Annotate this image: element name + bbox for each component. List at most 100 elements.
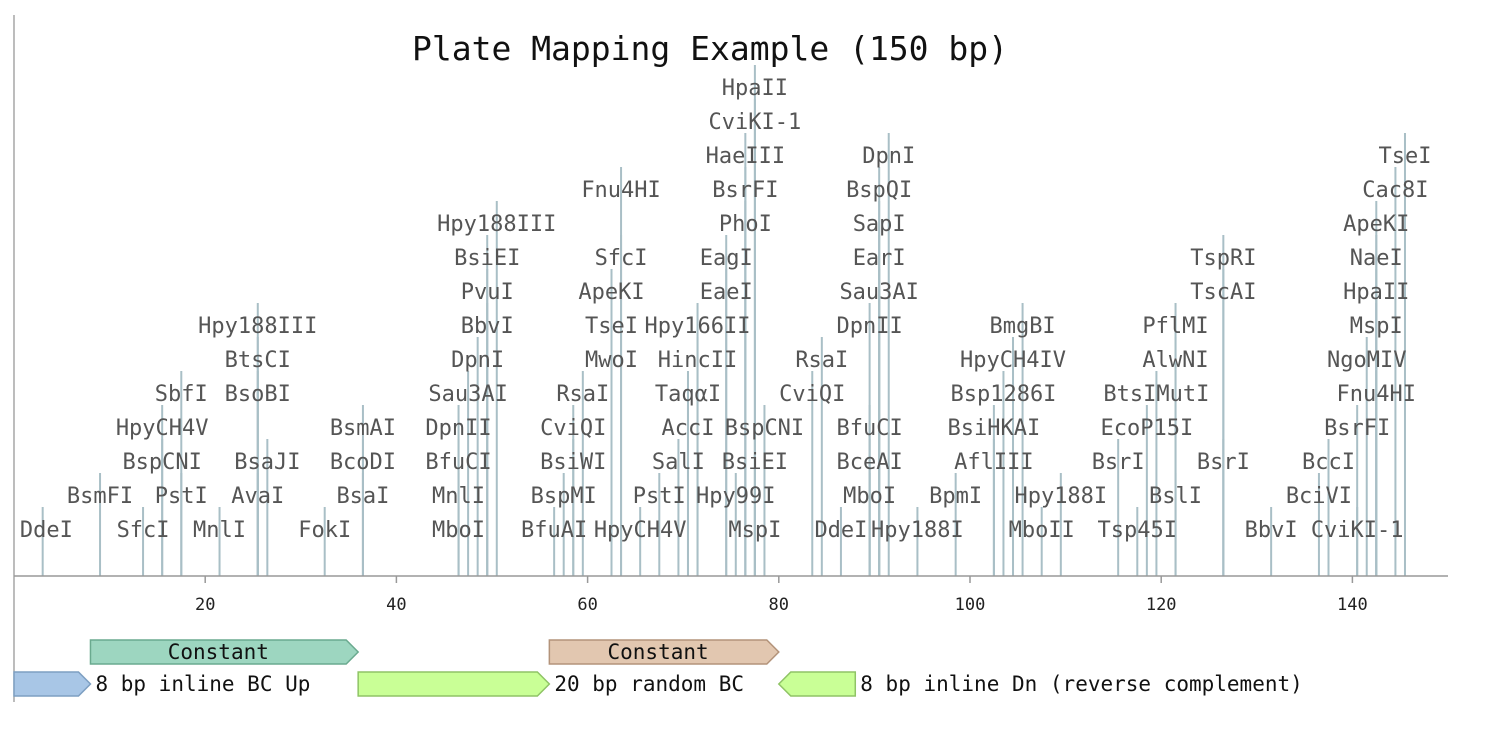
enzyme-site-label: BsrI xyxy=(1092,450,1145,475)
enzyme-site-label: BspCNI xyxy=(122,450,201,475)
enzyme-site-label: NgoMIV xyxy=(1327,348,1406,373)
enzyme-site-label: AccI xyxy=(661,416,714,441)
enzyme-site-label: Hpy99I xyxy=(696,484,775,509)
enzyme-site-label: BfuCI xyxy=(425,450,491,475)
axis-tick-label: 40 xyxy=(386,595,406,615)
enzyme-site-label: BslI xyxy=(1149,484,1202,509)
enzyme-site-label: DdeI xyxy=(814,518,867,543)
axis-tick-label: 140 xyxy=(1337,595,1368,615)
enzyme-site-label: BsmAI xyxy=(330,416,396,441)
enzyme-site-label: HpyCH4IV xyxy=(960,348,1066,373)
enzyme-site-label: HaeIII xyxy=(706,144,785,169)
feature-arrow xyxy=(357,671,551,697)
axis-tick-label: 60 xyxy=(577,595,597,615)
cut-line-layer xyxy=(41,65,1406,576)
feature-arrow xyxy=(777,671,857,697)
enzyme-site-label: FokI xyxy=(298,518,351,543)
axis-tick-label: 100 xyxy=(955,595,986,615)
axis-tick-label: 20 xyxy=(195,595,215,615)
enzyme-site-label: BsiEI xyxy=(722,450,788,475)
enzyme-site-label: Fnu4HI xyxy=(581,178,660,203)
enzyme-site-label: TscAI xyxy=(1190,280,1256,305)
enzyme-site-label: DpnII xyxy=(425,416,491,441)
enzyme-site-label: BciVI xyxy=(1286,484,1352,509)
enzyme-site-label: SalI xyxy=(652,450,705,475)
feature-arrow xyxy=(13,671,92,697)
site-label-layer: DdeI BsmFI SfcI BspCNI HpyCH4V PstI SbfI MnlI Av… xyxy=(20,76,1432,543)
enzyme-site-label: MboI xyxy=(432,518,485,543)
enzyme-site-label: Fnu4HI xyxy=(1337,382,1416,407)
enzyme-site-label: BspQI xyxy=(846,178,912,203)
enzyme-site-label: HpaII xyxy=(722,76,788,101)
enzyme-site-label: BbvI xyxy=(461,314,514,339)
enzyme-site-label: Hpy166II xyxy=(645,314,751,339)
enzyme-site-label: BsmFI xyxy=(67,484,133,509)
enzyme-site-label: BsiEI xyxy=(454,246,520,271)
enzyme-site-label: CviQI xyxy=(779,382,845,407)
enzyme-site-label: RsaI xyxy=(556,382,609,407)
enzyme-site-label: MnlI xyxy=(193,518,246,543)
enzyme-site-label: BbvI xyxy=(1245,518,1298,543)
enzyme-site-label: CviKI-1 xyxy=(709,110,802,135)
enzyme-site-label: DpnII xyxy=(837,314,903,339)
enzyme-site-label: DdeI xyxy=(20,518,73,543)
enzyme-site-label: Sau3AI xyxy=(428,382,507,407)
enzyme-site-label: MboI xyxy=(843,484,896,509)
feature-arrow xyxy=(89,639,360,665)
map-title: Plate Mapping Example (150 bp) xyxy=(412,29,1008,68)
enzyme-site-label: TseI xyxy=(1378,144,1431,169)
enzyme-site-label: BpmI xyxy=(929,484,982,509)
enzyme-site-label: AvaI xyxy=(231,484,284,509)
enzyme-site-label: AlwNI xyxy=(1142,348,1208,373)
enzyme-site-label: TaqαI xyxy=(655,382,721,407)
enzyme-site-label: BceAI xyxy=(837,450,903,475)
enzyme-site-label: HpaII xyxy=(1343,280,1409,305)
enzyme-site-label: AflIII xyxy=(954,450,1033,475)
enzyme-site-label: BsrFI xyxy=(712,178,778,203)
enzyme-site-label: HpyCH4V xyxy=(594,518,687,543)
enzyme-site-label: PflMI xyxy=(1142,314,1208,339)
feature-label: Constant xyxy=(608,640,709,664)
enzyme-site-label: BfuCI xyxy=(837,416,903,441)
enzyme-site-label: BsiHKAI xyxy=(948,416,1041,441)
enzyme-site-label: PstI xyxy=(633,484,686,509)
enzyme-site-label: Cac8I xyxy=(1362,178,1428,203)
enzyme-site-label: CviKI-1 xyxy=(1311,518,1404,543)
enzyme-site-label: Hpy188III xyxy=(437,212,556,237)
enzyme-site-label: BtsCI xyxy=(225,348,291,373)
enzyme-site-label: BmgBI xyxy=(989,314,1055,339)
enzyme-site-label: SfcI xyxy=(117,518,170,543)
enzyme-site-label: BccI xyxy=(1302,450,1355,475)
enzyme-site-label: MnlI xyxy=(432,484,485,509)
enzyme-site-label: TspRI xyxy=(1190,246,1256,271)
enzyme-site-label: BspMI xyxy=(531,484,597,509)
enzyme-site-label: BsoBI xyxy=(225,382,291,407)
enzyme-site-label: BsrI xyxy=(1197,450,1250,475)
enzyme-site-label: BsaJI xyxy=(234,450,300,475)
enzyme-site-label: CviQI xyxy=(540,416,606,441)
enzyme-site-label: Hpy188I xyxy=(1014,484,1107,509)
feature-label: Constant xyxy=(168,640,269,664)
enzyme-site-label: Bsp1286I xyxy=(950,382,1056,407)
enzyme-site-label: Sau3AI xyxy=(839,280,918,305)
enzyme-site-label: BsaI xyxy=(336,484,389,509)
enzyme-site-label: SfcI xyxy=(595,246,648,271)
enzyme-site-label: ApeKI xyxy=(1343,212,1409,237)
enzyme-site-label: BsrFI xyxy=(1324,416,1390,441)
enzyme-site-label: BcoDI xyxy=(330,450,396,475)
enzyme-site-label: SbfI xyxy=(155,382,208,407)
enzyme-site-label: Hpy188III xyxy=(198,314,317,339)
enzyme-site-label: PstI xyxy=(155,484,208,509)
enzyme-site-label: EaeI xyxy=(700,280,753,305)
feature-label: 8 bp inline Dn (reverse complement) xyxy=(860,672,1303,696)
enzyme-site-label: DpnI xyxy=(451,348,504,373)
enzyme-site-label: Tsp45I xyxy=(1098,518,1177,543)
feature-arrow xyxy=(548,639,780,665)
enzyme-site-label: EagI xyxy=(700,246,753,271)
enzyme-site-label: BtsIMutI xyxy=(1103,382,1209,407)
enzyme-site-label: MspI xyxy=(728,518,781,543)
enzyme-site-label: PhoI xyxy=(719,212,772,237)
